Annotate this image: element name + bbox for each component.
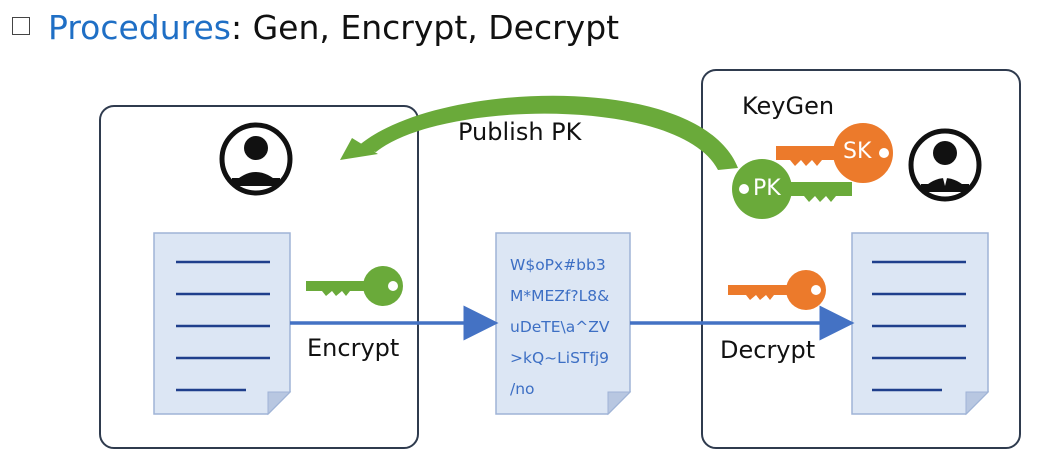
- bullet-square-icon: [12, 17, 30, 35]
- ciphertext-line: uDeTE\a^ZV: [510, 318, 610, 336]
- decrypted-document: [851, 232, 990, 416]
- publish-pk-arrow: [340, 95, 738, 170]
- title-rest: : Gen, Encrypt, Decrypt: [231, 8, 620, 47]
- ciphertext-line: /no: [510, 380, 535, 398]
- ciphertext-line: W$oPx#bb3: [510, 256, 606, 274]
- receiver-avatar-icon: [908, 128, 982, 202]
- ciphertext-line: M*MEZf?L8&: [510, 287, 610, 305]
- secret-key-icon: [728, 270, 826, 310]
- ciphertext-lines: W$oPx#bb3 M*MEZf?L8& uDeTE\a^ZV >kQ~LiST…: [510, 250, 610, 405]
- public-key-icon: [306, 266, 403, 306]
- slide-title: Procedures: Gen, Encrypt, Decrypt: [12, 6, 619, 50]
- encrypt-label: Encrypt: [307, 334, 400, 362]
- sender-avatar-icon: [219, 122, 293, 196]
- publish-pk-label: Publish PK: [458, 118, 582, 146]
- sk-key-label: SK: [843, 139, 872, 164]
- ciphertext-line: >kQ~LiSTfj9: [510, 349, 610, 367]
- title-keyword: Procedures: [48, 8, 231, 47]
- decrypt-label: Decrypt: [720, 336, 816, 364]
- pk-key-icon: [732, 159, 852, 219]
- ciphertext-document: [495, 232, 632, 416]
- keygen-label: KeyGen: [742, 92, 835, 120]
- plaintext-document: [153, 232, 292, 416]
- pk-key-label: PK: [753, 176, 781, 201]
- sk-key-icon: [776, 123, 893, 183]
